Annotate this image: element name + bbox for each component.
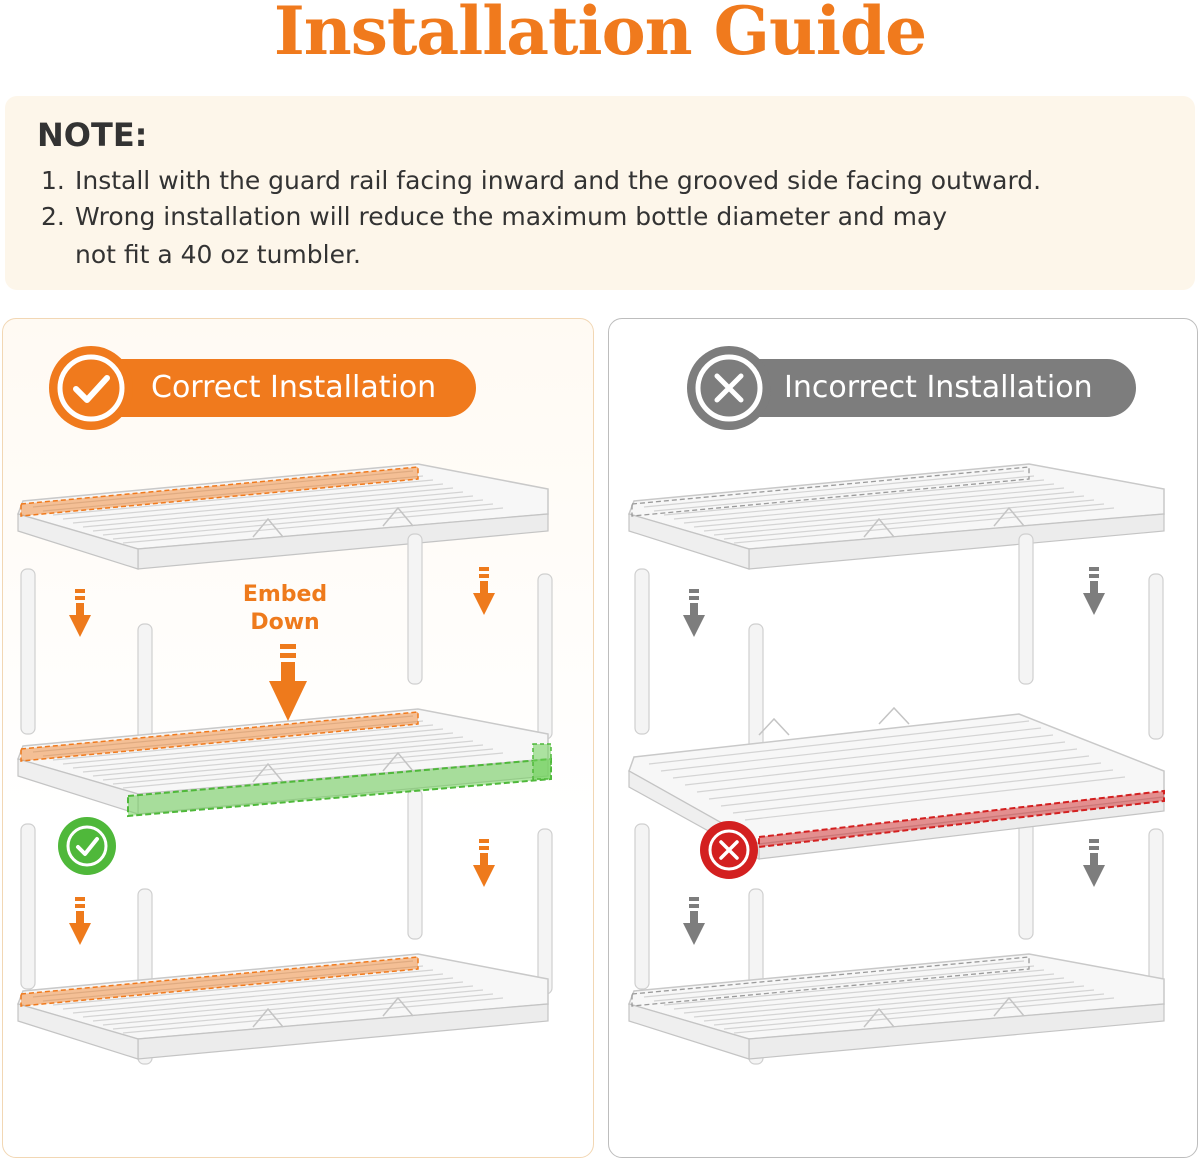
note-heading: NOTE: [37, 116, 148, 154]
note-item-index: 2. [41, 202, 65, 231]
down-arrow-icon [1083, 839, 1105, 887]
correct-installation-panel: Correct Installation Embed Down [2, 318, 594, 1158]
correct-shelf-illustration [17, 463, 553, 1065]
down-arrow-icon [69, 589, 91, 637]
x-circle-icon [687, 346, 771, 430]
bottom-shelf [17, 953, 549, 1060]
check-circle-icon [49, 346, 133, 430]
note-item-index: 1. [41, 166, 65, 195]
embed-down-annotation: Embed Down [233, 581, 337, 637]
incorrect-installation-label: Incorrect Installation [784, 370, 1093, 405]
embed-label: Embed [242, 582, 328, 607]
top-shelf [628, 463, 1165, 570]
down-arrow-icon [69, 897, 91, 945]
down-arrow-icon [1083, 567, 1105, 615]
correct-installation-label: Correct Installation [151, 370, 437, 405]
down-arrow-icon [473, 839, 495, 887]
top-shelf [17, 463, 549, 570]
incorrect-shelf-illustration [628, 463, 1165, 1065]
note-item-2: 2. Wrong installation will reduce the max… [41, 202, 947, 231]
middle-shelf [628, 706, 1165, 861]
note-item-text: Wrong installation will reduce the maxim… [75, 202, 948, 231]
down-arrow-icon [683, 589, 705, 637]
note-item-2-continuation: not fit a 40 oz tumbler. [75, 240, 361, 269]
note-item-1: 1. Install with the guard rail facing inw… [41, 166, 1041, 195]
incorrect-installation-panel: Incorrect Installation [608, 318, 1198, 1158]
note-item-text: Install with the guard rail facing inwar… [75, 166, 1042, 195]
down-arrow-icon [473, 567, 495, 615]
correct-installation-header: Correct Installation [49, 346, 476, 430]
down-arrow-icon [683, 897, 705, 945]
bottom-shelf [628, 953, 1165, 1060]
down-label: Down [250, 610, 320, 635]
incorrect-installation-header: Incorrect Installation [687, 346, 1136, 430]
correct-check-icon [58, 817, 116, 875]
middle-shelf [17, 708, 552, 818]
page-title: Installation Guide [273, 0, 927, 70]
embed-down-arrow-icon [269, 644, 307, 721]
note-box: NOTE: 1. Install with the guard rail faci… [5, 96, 1195, 290]
incorrect-x-icon [700, 821, 758, 879]
